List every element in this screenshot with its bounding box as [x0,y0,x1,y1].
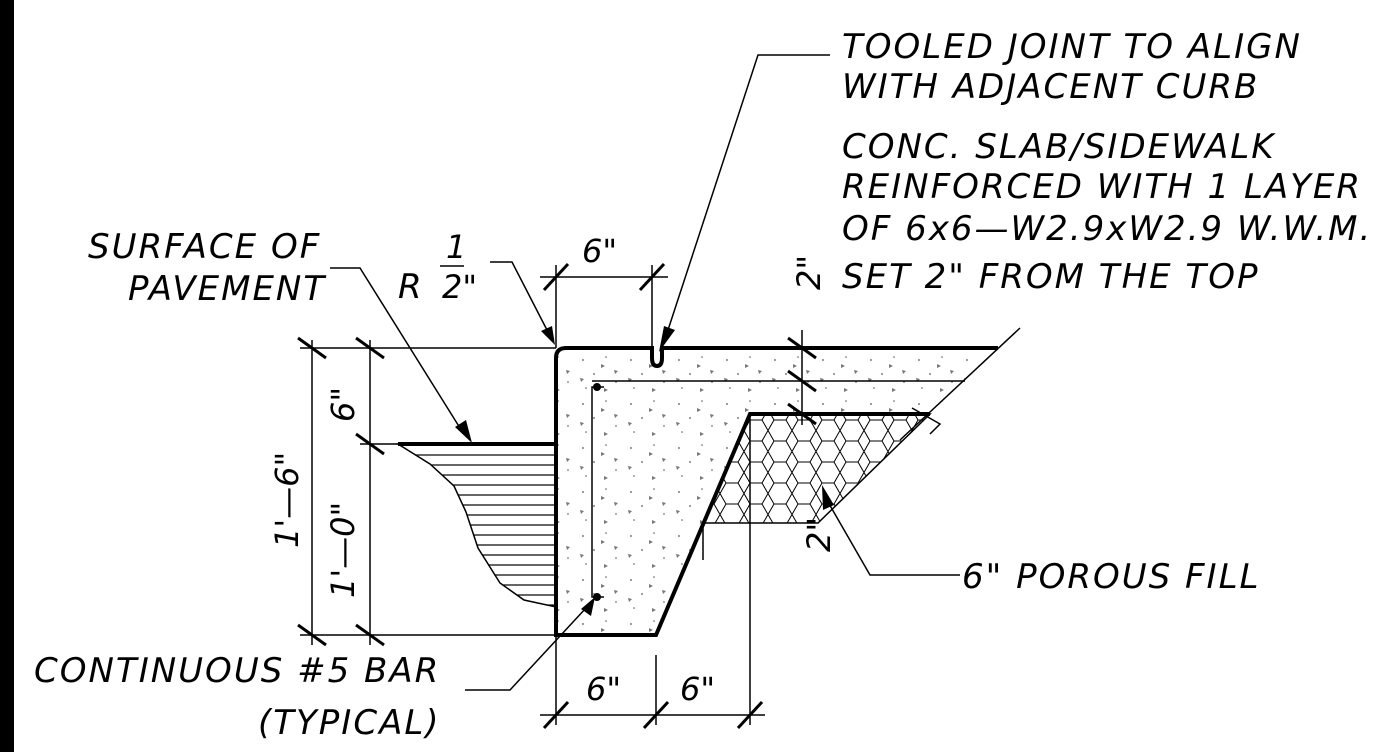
radius-label-numerator: 1 [446,228,466,266]
slab-label-line3: OF 6x6—W2.9xW2.9 W.W.M. [842,209,1372,249]
slab-label-line2: REINFORCED WITH 1 LAYER [842,167,1362,207]
leader-bar [465,607,587,691]
dim-slab-offset: 2" [790,255,828,290]
dim-bottom-width-1: 6" [586,670,621,708]
dim-top-width: 6" [582,232,617,270]
porous-fill-label: 6" POROUS FILL [962,557,1260,597]
break-line [899,327,1021,441]
tooled-joint-label-line2: WITH ADJACENT CURB [842,67,1259,107]
arrow-bar [581,597,595,616]
leader-surface [330,267,461,429]
curb-outline [554,346,998,637]
arrow-porous [822,485,834,510]
arrow-tooled-joint [659,326,675,352]
leader-tooled-joint [667,54,830,331]
rebar-label-line1: CONTINUOUS #5 BAR [34,651,440,691]
pavement-hatch [395,443,557,608]
dim-upper-height: 6" [324,387,362,422]
dim-overall-height: 1'—6" [268,452,306,548]
leader-porous [827,501,960,576]
break-symbol [911,407,942,435]
sheet-border [0,0,14,752]
rebar-label-line2: (TYPICAL) [258,703,441,743]
surface-label-line1: SURFACE OF [88,227,321,267]
dim-fill-offset: 2" [800,517,838,552]
arrow-radius [541,326,555,345]
arrow-surface [455,420,472,443]
slab-label-line1: CONC. SLAB/SIDEWALK [842,127,1276,167]
surface-label-line2: PAVEMENT [128,269,326,309]
rebar-top [593,383,601,391]
slab-label-line4: SET 2" FROM THE TOP [842,257,1259,297]
dim-bottom-width-2: 6" [680,670,715,708]
dim-lower-height: 1'—0" [324,502,362,598]
rebar-bottom [593,593,601,601]
tooled-joint-label-line1: TOOLED JOINT TO ALIGN [842,27,1302,67]
radius-label-r: R [398,267,424,307]
radius-label-denominator: 2" [442,268,477,306]
curb-concrete-body [556,348,998,635]
leader-radius [490,261,548,331]
